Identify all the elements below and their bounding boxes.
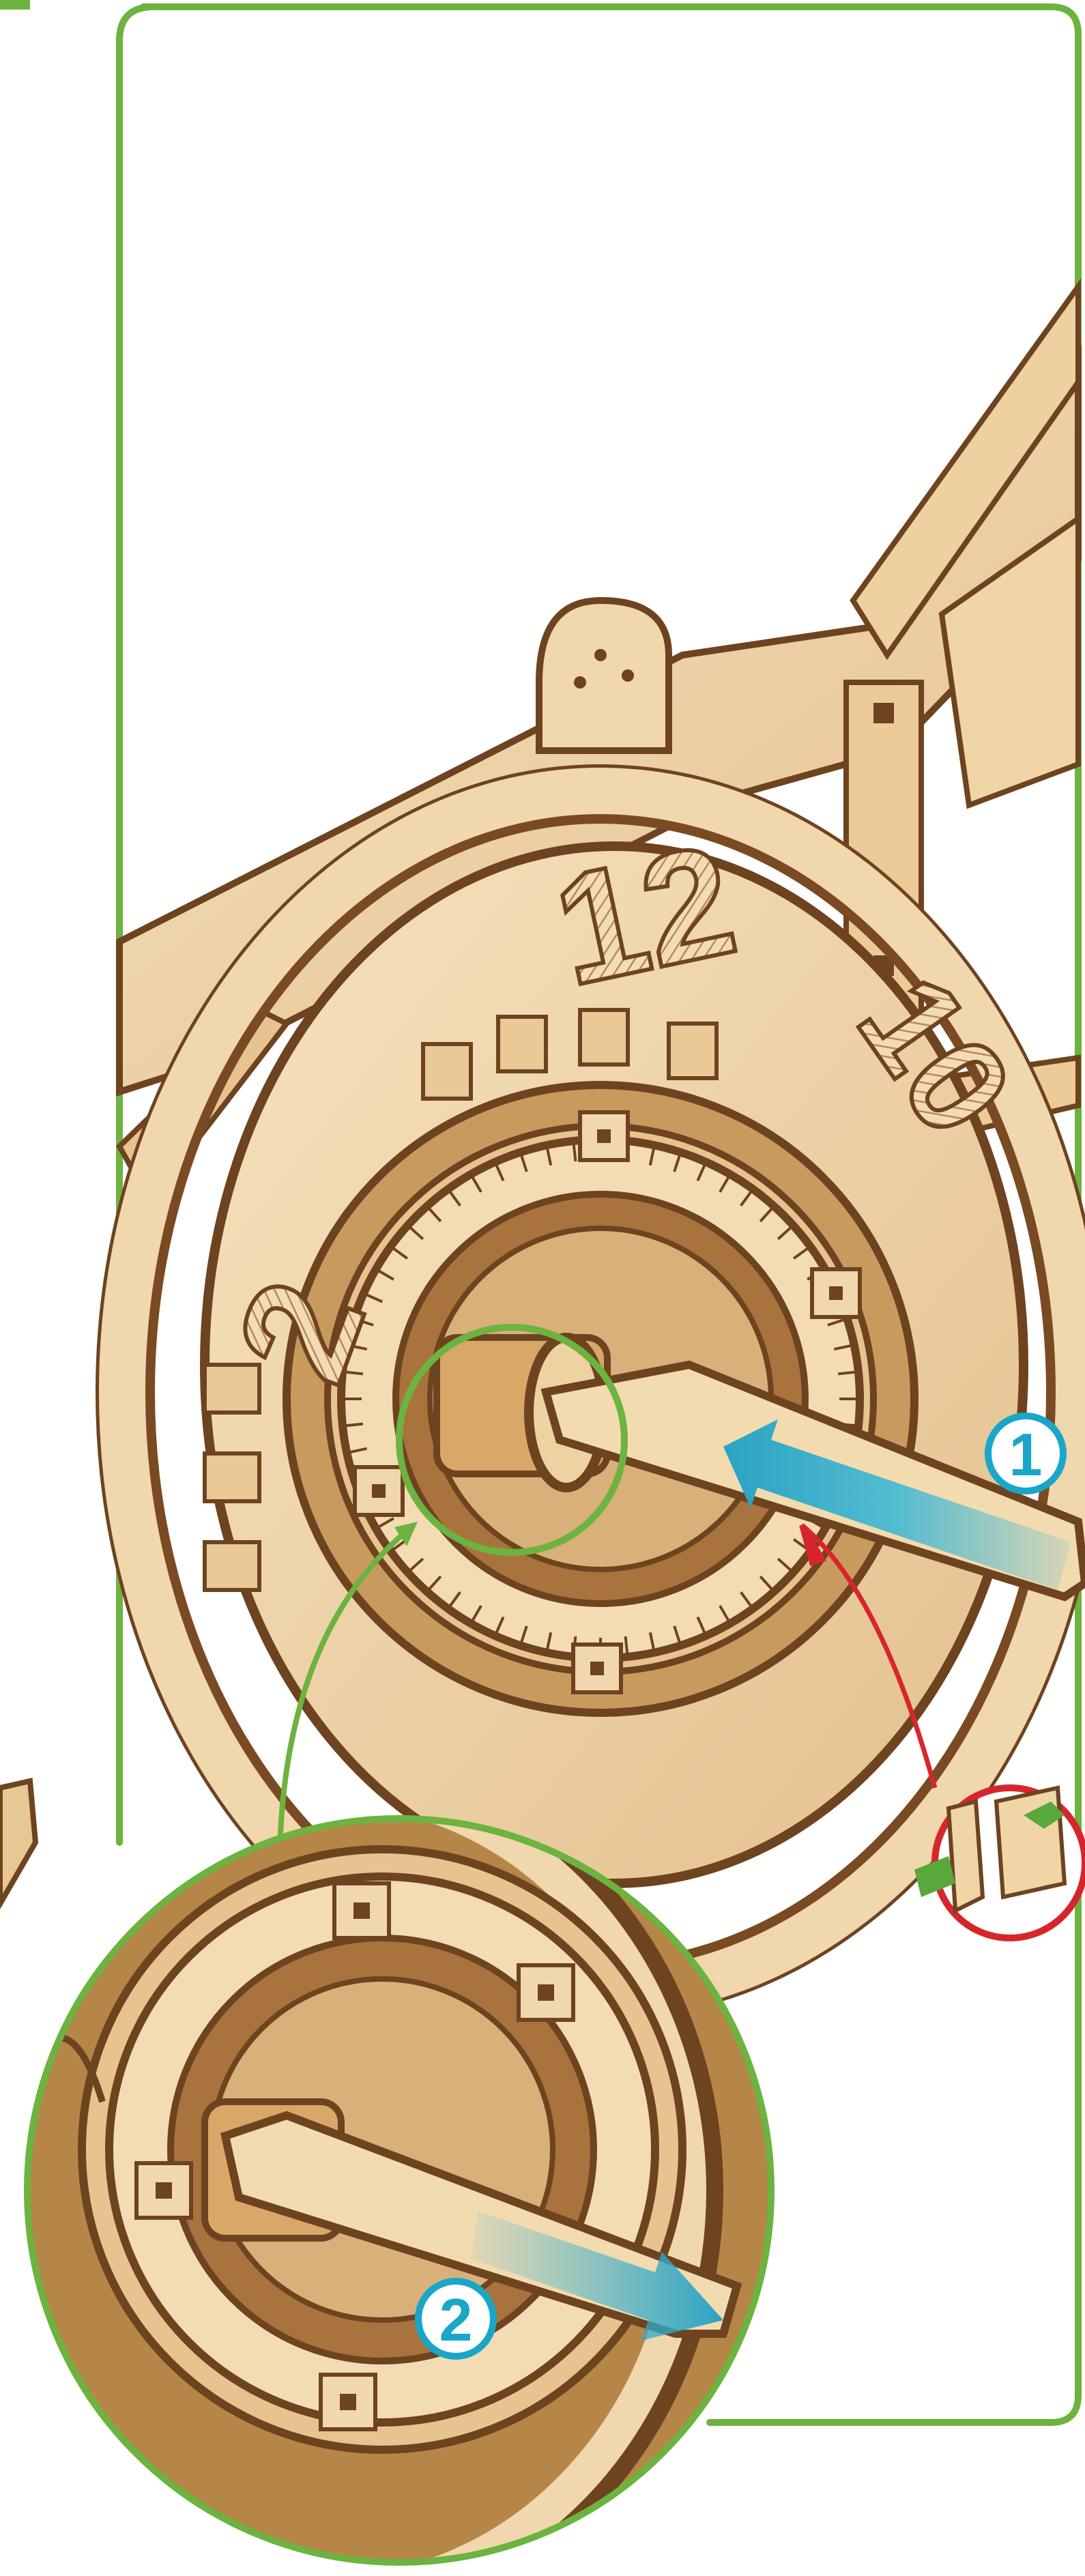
zoom-detail <box>0 1767 778 2576</box>
step-2-label: 2 <box>439 2286 473 2354</box>
step-1-badge: 1 <box>988 1416 1063 1491</box>
top-left-tab <box>0 0 30 10</box>
numeral-12: 12 <box>541 811 749 1019</box>
step-2-badge: 2 <box>418 2281 493 2356</box>
left-wood-fragment <box>0 1781 35 1904</box>
step-1-label: 1 <box>1009 1421 1043 1488</box>
